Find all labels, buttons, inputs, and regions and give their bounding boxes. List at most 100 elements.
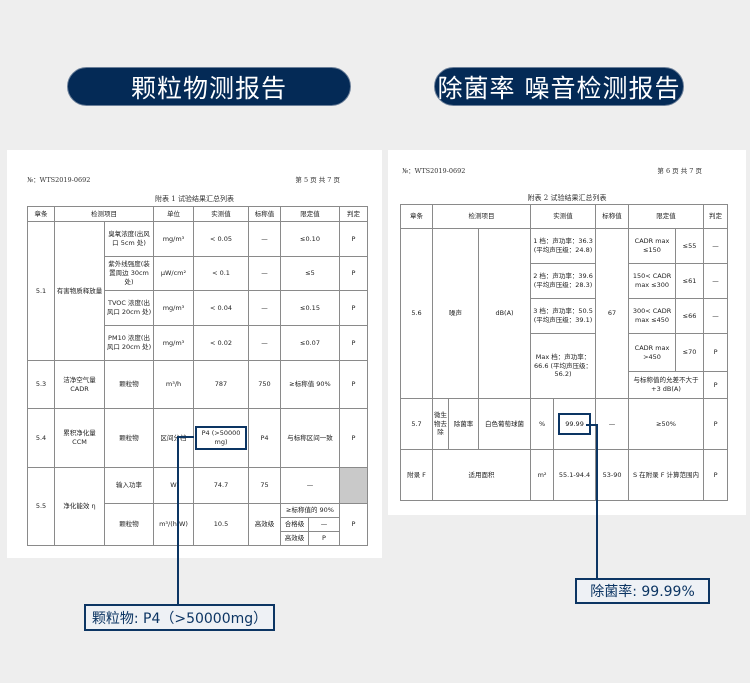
table-header: 章条 检测项目 单位 实测值 标称值 限定值 判定 [27, 206, 368, 222]
limit-value: — [280, 467, 340, 504]
sub-item: 颗粒物 [104, 503, 154, 546]
result: P [703, 449, 729, 501]
col-header: 限定值 [628, 204, 705, 229]
table-row: 附录 F 适用面积 m² 55.1-94.4 53-90 S 在附录 F 计算范… [400, 449, 729, 501]
unit: dB(A) [477, 228, 532, 399]
limit-condition: 150< CADR max ≤300 [628, 263, 677, 299]
col-header: 限定值 [280, 206, 340, 222]
callout-sterilization: 除菌率: 99.99% [575, 578, 710, 604]
test-item: 累积净化量 CCM [54, 408, 105, 468]
col-header: 标称值 [595, 204, 630, 229]
test-item: 除菌率 [448, 398, 479, 450]
limit-value: ≤70 [675, 333, 705, 372]
nominal-value: P4 [248, 408, 281, 468]
section-no: 5.5 [27, 467, 55, 546]
unit: mg/m³ [153, 325, 194, 361]
unit: m³/h [153, 360, 194, 409]
table-caption: 附表 1 试验结果汇总列表 [155, 195, 234, 203]
results-table-2: 章条 检测项目 实测值 标称值 限定值 判定 5.6 噪声 dB(A) 1 档：… [400, 204, 729, 501]
col-header: 章条 [400, 204, 433, 229]
measured-value: 787 [193, 360, 249, 409]
measured-value: 1 档：声功率：36.3 (平均声压级：24.8) [530, 228, 597, 264]
unit: m³/(h.W) [153, 503, 194, 546]
section-no: 5.7 [400, 398, 433, 450]
result: P [703, 398, 729, 450]
report-number: №：WTS2019-0692 [27, 176, 91, 184]
test-item: 有害物质释放量 [54, 221, 105, 361]
sub-item: PM10 浓度(出风口 20cm 处) [104, 325, 154, 361]
nominal-value: 53-90 [595, 449, 630, 501]
result: P [339, 290, 368, 326]
sub-item: 输入功率 [104, 467, 154, 504]
measured-value: 74.7 [193, 467, 249, 504]
table-row: 5.5 净化能效 η 输入功率 W 74.7 75 — [27, 467, 368, 546]
col-header: 标称值 [248, 206, 281, 222]
unit: 区间分档 [153, 408, 194, 468]
callout-connector-left-v [177, 436, 179, 604]
grade-label: 合格级 [280, 517, 309, 532]
sub-item: 颗粒物 [104, 360, 154, 409]
sub-item: 白色葡萄球菌 [477, 398, 532, 450]
nominal-value: — [248, 221, 281, 257]
result: P [339, 360, 368, 409]
section-no: 附录 F [400, 449, 433, 501]
result: — [703, 228, 729, 264]
measured-value: Max 档：声功率：66.6 (平均声压级：56.2) [530, 333, 597, 399]
limit-value: ≤5 [280, 256, 340, 291]
limit-value: ≤0.15 [280, 290, 340, 326]
unit: m² [530, 449, 555, 501]
table-row: PM10 浓度(出风口 20cm 处) mg/m³ < 0.02 — ≤0.07… [28, 325, 368, 361]
measured-value: 3 档：声功率：50.5 (平均声压级：39.1) [530, 298, 597, 334]
sub-item: 颗粒物 [104, 408, 154, 468]
result: P [703, 333, 729, 372]
report-number: №：WTS2019-0692 [402, 167, 466, 175]
measured-value: < 0.1 [193, 256, 249, 291]
limit-value: ≤0.07 [280, 325, 340, 361]
nominal-value: 67 [595, 228, 630, 399]
unit: mg/m³ [153, 290, 194, 326]
col-header: 实测值 [193, 206, 249, 222]
result: P [339, 256, 368, 291]
highlighted-ccm-value: P4 (>50000 mg) [195, 426, 247, 450]
table-row: 5.1 有害物质释放量 臭氧浓度(出风口 5cm 处) mg/m³ < 0.05… [27, 221, 368, 361]
sub-item: 紫外线强度(装置周边 30cm 处) [104, 256, 154, 291]
section-no: 5.4 [27, 408, 55, 468]
heading-particulate-report: 颗粒物测报告 [67, 67, 351, 106]
sub-item: TVOC 浓度(出风口 20cm 处) [104, 290, 154, 326]
test-item: 噪声 [432, 228, 479, 399]
section-no: 5.1 [27, 221, 55, 361]
result: P [339, 221, 368, 257]
table-row: 5.4 累积净化量 CCM 颗粒物 区间分档 P4 (>50000 mg) P4… [27, 408, 368, 468]
limit-value: ≥标称值 90% [280, 360, 340, 409]
unit: % [530, 398, 555, 450]
col-header: 单位 [153, 206, 194, 222]
limit-condition: 与标称值的允差不大于+3 dB(A) [628, 371, 705, 399]
callout-particulate: 颗粒物: P4（>50000mg） [84, 604, 275, 631]
nominal-value: — [248, 325, 281, 361]
col-header: 判定 [339, 206, 368, 222]
callout-connector-right-v [596, 424, 598, 578]
unit: μW/cm² [153, 256, 194, 291]
nominal-value: 高效级 [248, 503, 281, 546]
col-header: 检测项目 [431, 204, 532, 229]
table-row: TVOC 浓度(出风口 20cm 处) mg/m³ < 0.04 — ≤0.15… [28, 290, 368, 326]
grade-value: — [308, 517, 340, 532]
section-no: 5.6 [400, 228, 433, 399]
limit-value: ≤66 [675, 298, 705, 334]
measured-value: 10.5 [193, 503, 249, 546]
limit-value: ≤61 [675, 263, 705, 299]
limit-value: ≤55 [675, 228, 705, 264]
right-report-page: №：WTS2019-0692 第 6 页 共 7 页 附表 2 试验结果汇总列表… [388, 150, 746, 515]
limit-value: ≥50% [628, 398, 705, 450]
table-row: 与标称值的允差不大于+3 dB(A) P [401, 371, 729, 399]
test-item: 净化能效 η [54, 467, 105, 546]
table-row: 5.7 微生物去除 除菌率 白色葡萄球菌 % 99.99 — ≥50% P [400, 398, 729, 450]
limit-condition: CADR max ≤150 [628, 228, 677, 264]
table-row: 颗粒物 m³/(h.W) 10.5 高效级 ≥标称值的 90% P [28, 503, 368, 546]
table-row: Max 档：声功率：66.6 (平均声压级：56.2) CADR max >45… [401, 333, 729, 399]
col-header: 检测项目 [54, 206, 154, 222]
limit-value: ≤0.10 [280, 221, 340, 257]
limit-condition: 300< CADR max ≤450 [628, 298, 677, 334]
page-number: 第 6 页 共 7 页 [657, 167, 702, 175]
grade-label: 高效级 [280, 531, 309, 546]
